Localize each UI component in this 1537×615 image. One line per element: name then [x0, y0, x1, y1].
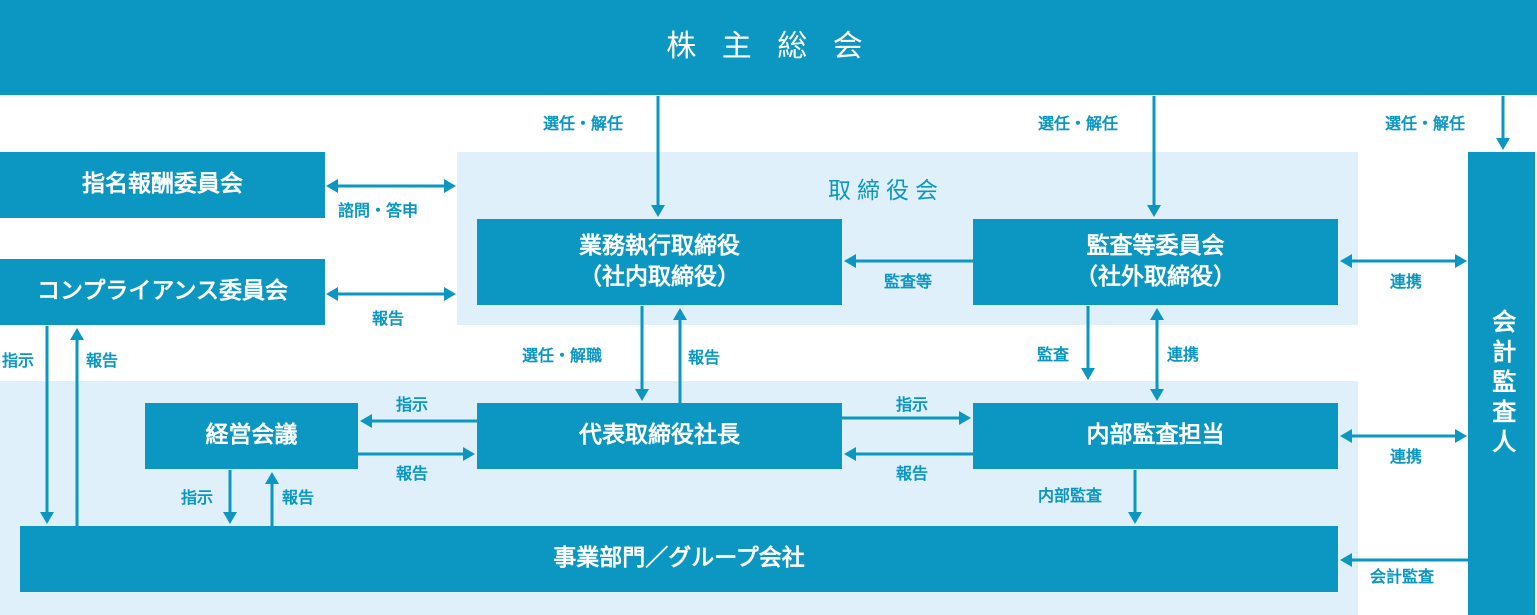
arrowhead	[1340, 429, 1352, 443]
arrowhead	[360, 414, 372, 428]
arrowhead	[844, 254, 856, 268]
label-report-president: 報告	[688, 348, 721, 367]
label-liaison-internal: 連携	[1390, 447, 1423, 466]
label-report-left: 報告	[86, 351, 119, 370]
label-report-internal: 報告	[896, 464, 929, 483]
label-compliance-report: 報告	[372, 309, 405, 328]
label-elect-auditor: 選任・解任	[1385, 114, 1466, 133]
label-audit-etc: 監査等	[884, 272, 933, 291]
accounting-auditor-box: 会計監査人	[1468, 152, 1535, 615]
label-audit: 監査	[1037, 345, 1070, 364]
arrowhead	[651, 205, 665, 217]
accounting-auditor-label: 会計監査人	[1487, 308, 1516, 459]
president-label: 代表取締役社長	[579, 422, 740, 449]
arrowhead	[844, 447, 856, 461]
label-elect-audit: 選任・解任	[1038, 114, 1119, 133]
arrowhead	[1340, 254, 1352, 268]
label-instruct-internal: 指示	[896, 395, 929, 414]
label-liaison-audit: 連携	[1167, 345, 1200, 364]
audit-committee-box: 監査等委員会 （社外取締役）	[973, 219, 1338, 305]
arrowhead	[1340, 553, 1352, 567]
divisions-label: 事業部門／グループ会社	[553, 545, 805, 572]
nomination-committee-box: 指名報酬委員会	[0, 152, 325, 218]
shareholders-meeting-label: 株 主 総 会	[666, 29, 871, 65]
audit-committee-sub: （社外取締役）	[1075, 264, 1236, 290]
compliance-committee-label: コンプライアンス委員会	[37, 278, 288, 305]
arrowhead	[326, 179, 338, 193]
management-meeting-label: 経営会議	[205, 422, 298, 449]
arrowhead	[40, 512, 54, 524]
arrowhead	[1128, 512, 1142, 524]
arrowhead	[70, 328, 84, 340]
label-consult: 諮問・答申	[338, 201, 419, 220]
nomination-committee-label: 指名報酬委員会	[82, 171, 243, 198]
arrowhead	[326, 287, 338, 301]
arrowhead	[1496, 138, 1510, 150]
arrowhead	[223, 512, 237, 524]
audit-committee-label: 監査等委員会	[1086, 232, 1225, 259]
executive-directors-box: 業務執行取締役 （社内取締役）	[477, 219, 842, 305]
arrowhead	[959, 411, 971, 425]
label-liaison-board: 連携	[1390, 272, 1423, 291]
arrowhead	[673, 308, 687, 320]
label-report-mgmt: 報告	[396, 464, 429, 483]
divisions-box: 事業部門／グループ会社	[20, 526, 1338, 592]
label-elect-dismiss: 選任・解職	[522, 346, 603, 365]
label-internal-audit: 内部監査	[1038, 486, 1103, 505]
label-elect-executive: 選任・解任	[543, 114, 624, 133]
internal-audit-label: 内部監査担当	[1086, 422, 1225, 449]
arrowhead	[1147, 205, 1161, 217]
arrowhead	[444, 179, 456, 193]
president-box: 代表取締役社長	[477, 403, 842, 469]
arrowhead	[1081, 368, 1095, 380]
executive-directors-sub: （社内取締役）	[579, 264, 740, 290]
board-label: 取締役会	[828, 178, 944, 204]
arrowhead	[635, 389, 649, 401]
arrowhead	[1455, 254, 1467, 268]
internal-audit-box: 内部監査担当	[973, 403, 1338, 469]
executive-directors-label: 業務執行取締役	[579, 232, 740, 259]
management-meeting-box: 経営会議	[145, 403, 358, 469]
arrowhead	[1150, 308, 1164, 320]
arrowhead	[444, 287, 456, 301]
compliance-committee-box: コンプライアンス委員会	[0, 259, 325, 325]
arrowhead	[265, 472, 279, 484]
arrowhead	[463, 447, 475, 461]
shareholders-meeting-box: 株 主 総 会	[0, 0, 1537, 95]
arrowhead	[1455, 429, 1467, 443]
label-instruct-div: 指示	[181, 488, 214, 507]
label-accounting-audit: 会計監査	[1370, 567, 1435, 586]
label-instruct-left: 指示	[2, 351, 35, 370]
label-report-div: 報告	[282, 488, 315, 507]
label-instruct-mgmt: 指示	[396, 395, 429, 414]
arrowhead	[1150, 389, 1164, 401]
